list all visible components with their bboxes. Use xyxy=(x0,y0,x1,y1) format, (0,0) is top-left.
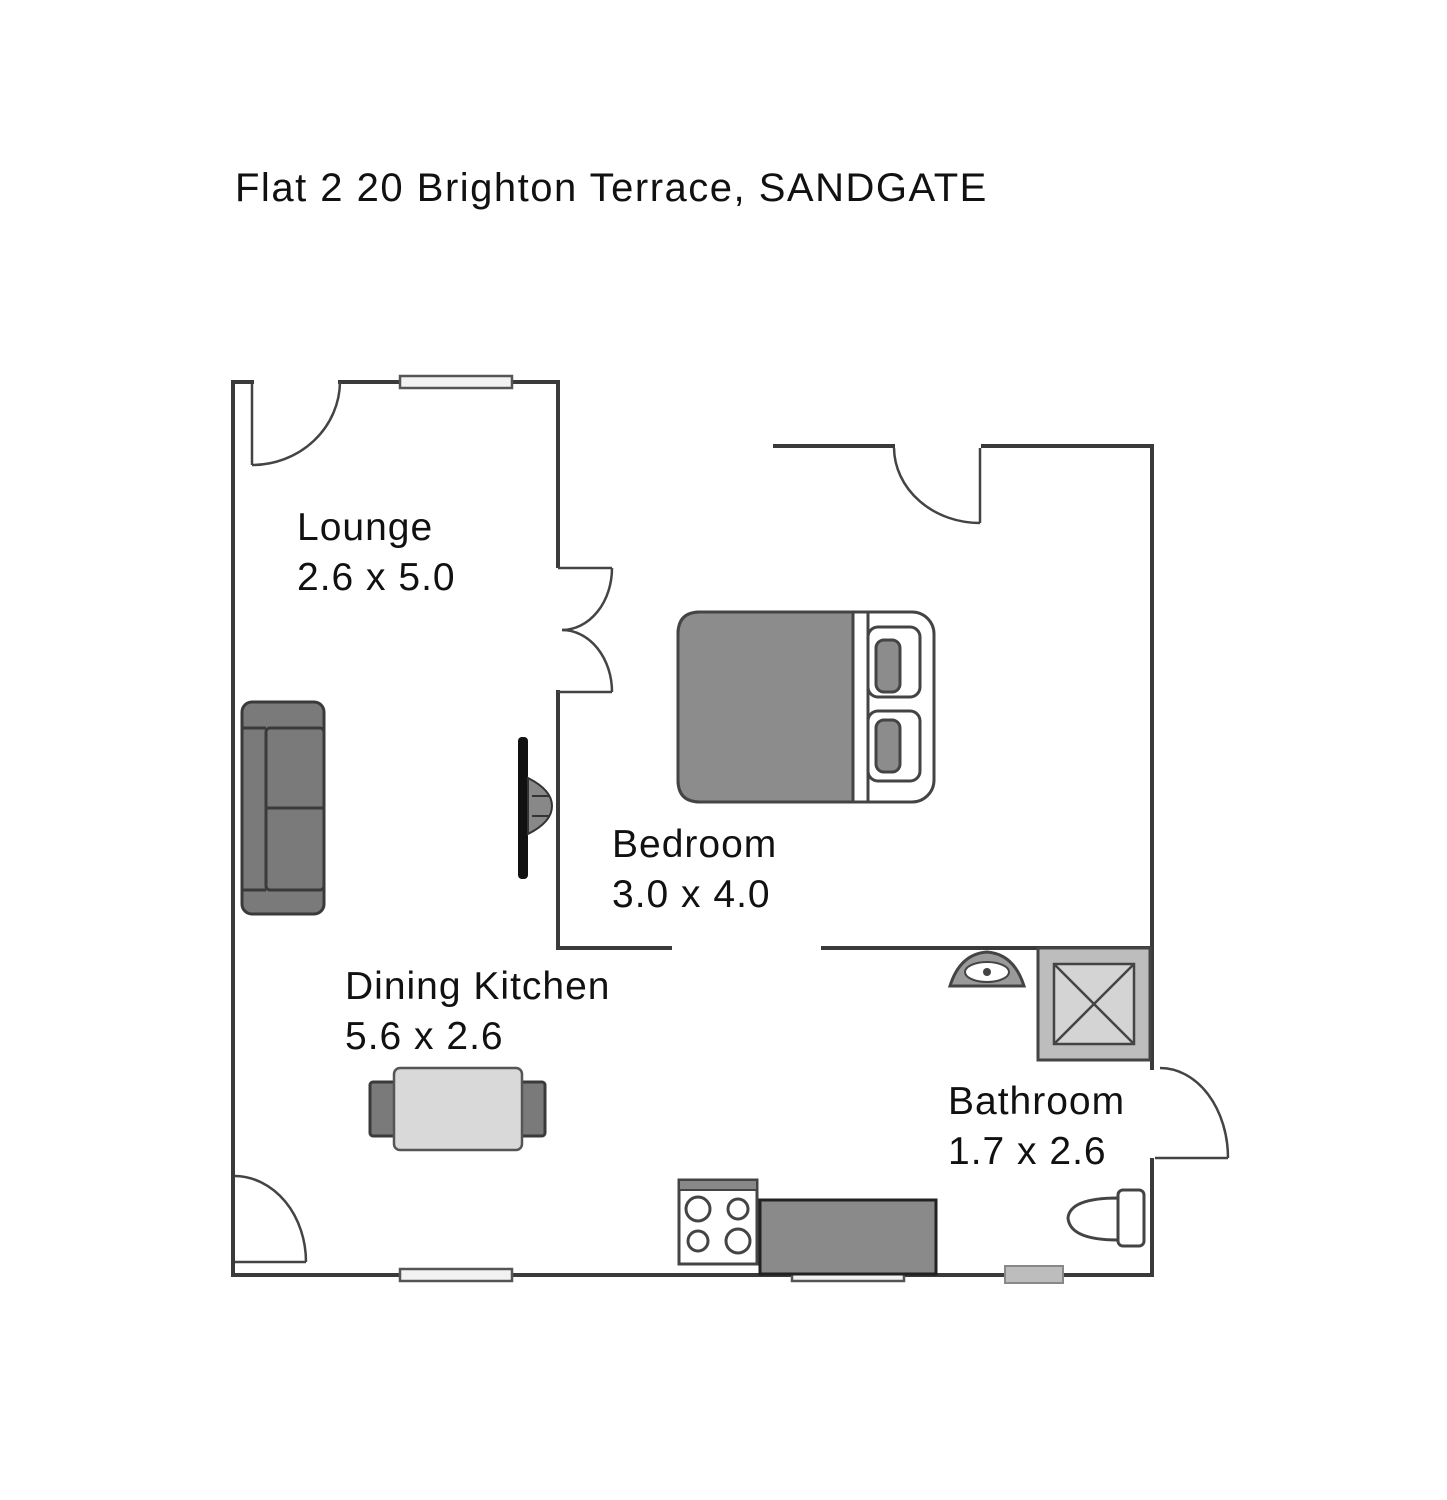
room-dimensions: 3.0 x 4.0 xyxy=(612,873,771,916)
room-name: Lounge xyxy=(297,506,434,549)
sofa xyxy=(240,700,326,916)
tv xyxy=(518,737,554,879)
window-kitchen-bottom-left xyxy=(398,1267,514,1283)
toilet xyxy=(1066,1188,1146,1248)
room-label-bathroom: Bathroom 1.7 x 2.6 xyxy=(948,1077,1125,1177)
doors xyxy=(234,381,1230,1264)
plan-title: Flat 2 20 Brighton Terrace, SANDGATE xyxy=(235,166,988,210)
room-name: Bathroom xyxy=(948,1080,1126,1123)
shower xyxy=(1036,946,1152,1062)
door-kitchen-exit xyxy=(234,1174,308,1264)
dining-table xyxy=(368,1066,547,1152)
room-dimensions: 2.6 x 5.0 xyxy=(297,556,456,599)
window-lounge-top xyxy=(398,374,514,390)
door-bedroom-entry xyxy=(892,447,982,525)
stove xyxy=(677,1178,759,1266)
room-label-bedroom: Bedroom 3.0 x 4.0 xyxy=(612,820,777,920)
door-double-lounge-bedroom xyxy=(558,566,614,694)
room-label-lounge: Lounge 2.6 x 5.0 xyxy=(297,503,456,603)
kitchen-counter xyxy=(758,1198,938,1276)
room-dimensions: 5.6 x 2.6 xyxy=(345,1015,504,1058)
room-name: Dining Kitchen xyxy=(345,965,611,1008)
door-lounge-entry xyxy=(250,381,342,467)
door-bathroom xyxy=(1155,1066,1230,1160)
room-dimensions: 1.7 x 2.6 xyxy=(948,1130,1107,1173)
bathroom-basin xyxy=(947,950,1027,988)
window-bathroom xyxy=(1004,1265,1064,1284)
bed xyxy=(676,610,936,804)
walls xyxy=(231,380,1154,1277)
room-name: Bedroom xyxy=(612,823,778,866)
room-label-dining-kitchen: Dining Kitchen 5.6 x 2.6 xyxy=(345,962,610,1062)
